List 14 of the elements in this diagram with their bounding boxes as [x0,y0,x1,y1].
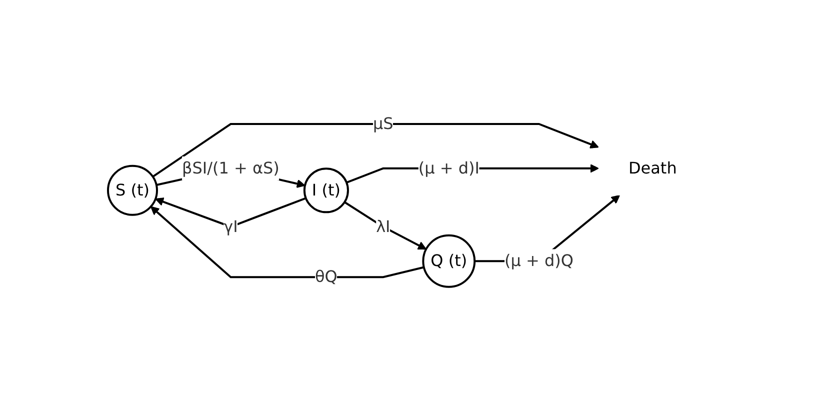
edge-label: βSI/(1 + αS) [182,158,280,178]
node-circle: Q (t) [422,234,476,288]
node-circle: S (t) [107,165,158,216]
edge-label: λI [376,217,390,236]
node-text: Death [628,158,677,178]
edge-label: (μ + d)Q [504,252,574,271]
arrow [150,206,424,279]
node-circle: I (t) [304,168,350,214]
edge-label: θQ [315,268,338,287]
edge-label: μS [373,114,394,134]
edge-label: (μ + d)I [418,158,480,178]
arrow [344,202,427,250]
edge-label: γI [224,217,238,236]
arrow [152,123,599,178]
